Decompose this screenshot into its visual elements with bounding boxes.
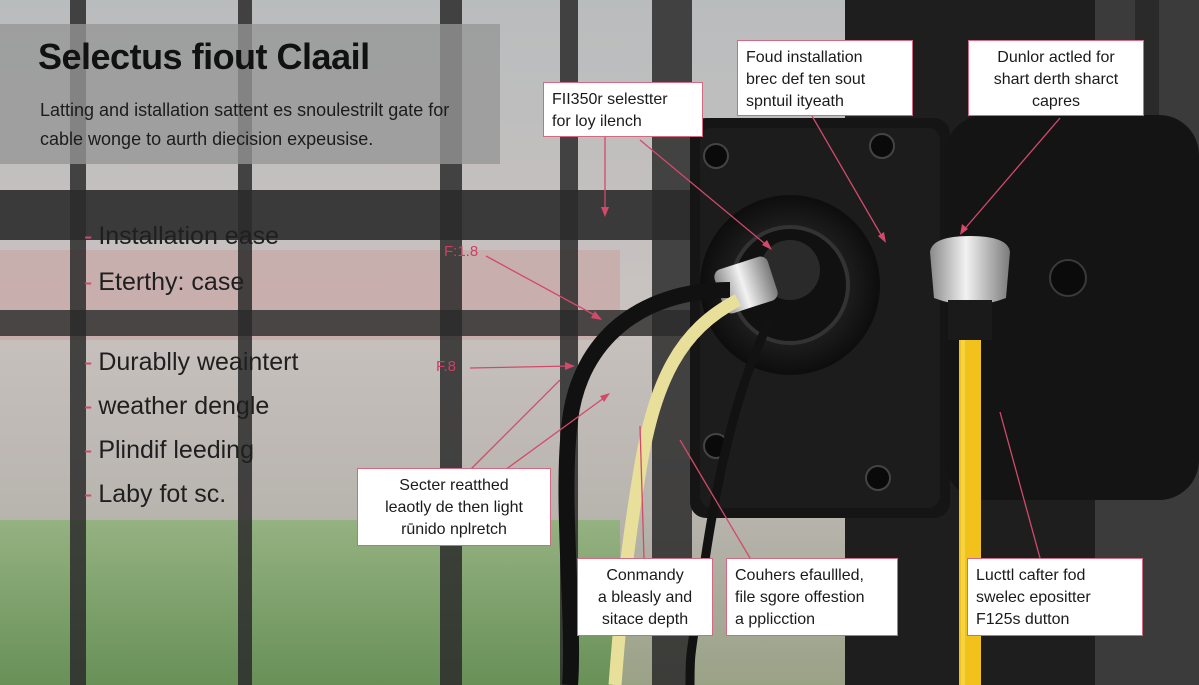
callout-line: brec def ten sout [746, 71, 866, 88]
page-subtitle: Latting and istallation sattent es snoul… [40, 100, 450, 149]
callout-line: a pplicction [735, 611, 816, 628]
callout-couhers: Couhers efaullled, file sgore offestion … [726, 558, 898, 636]
callout-line: capres [1031, 93, 1081, 110]
bullet-dash: - [84, 268, 93, 296]
callout-line: Lucttl cafter fod [976, 567, 1086, 584]
bullet-dash: - [84, 392, 93, 420]
callout-line: Conmandy [606, 567, 684, 584]
header-panel [0, 24, 500, 164]
callout-line: a bleasly and [597, 589, 693, 606]
callout-line: sitace depth [601, 611, 689, 628]
bullet-dash: - [84, 436, 93, 464]
list-item: -Eterthy: case [84, 268, 244, 297]
callout-line: rūnido nplretch [401, 521, 507, 538]
list-item: -Installation ease [84, 222, 279, 251]
list-item-label: Laby fot sc. [98, 480, 227, 508]
callout-line: for loy ilench [552, 113, 642, 130]
callout-selector: FII350r selestter for loy ilench [543, 82, 703, 137]
tag-f8: F.8 [436, 358, 457, 375]
bullet-dash: - [84, 348, 93, 376]
callout-dunlor: Dunlor actled for shart derth sharct cap… [968, 40, 1144, 116]
list-item: -Durablly weaintert [84, 348, 298, 377]
callout-line: Secter reatthed [399, 477, 509, 494]
list-item: -weather dengle [84, 392, 269, 421]
list-item: -Laby fot sc. [84, 480, 226, 509]
tag-f18: F:1.8 [444, 243, 479, 260]
page-title: Selectus fiout Claail [38, 36, 370, 77]
bullet-dash: - [84, 480, 93, 508]
list-item-label: Plindif leeding [98, 436, 254, 464]
list-item: -Plindif leeding [84, 436, 254, 465]
callout-line: leaotly de then light [385, 499, 523, 516]
list-item-label: weather dengle [98, 392, 270, 420]
callout-line: shart derth sharct [993, 71, 1119, 88]
list-item-label: Durablly weaintert [98, 348, 299, 376]
callout-line: Foud installation [746, 49, 863, 66]
callout-secter: Secter reatthed leaotly de then light rū… [357, 468, 551, 546]
callout-line: spntuil ityeath [746, 93, 844, 110]
callout-line: Couhers efaullled, [735, 567, 864, 584]
bullet-dash: - [84, 222, 93, 250]
callout-line: file sgore offestion [735, 589, 865, 606]
callout-luctti: Lucttl cafter fod swelec epositter F125s… [967, 558, 1143, 636]
list-item-label: Eterthy: case [98, 268, 245, 296]
callout-install: Foud installation brec def ten sout spnt… [737, 40, 913, 116]
list-item-label: Installation ease [98, 222, 280, 250]
callout-commandy: Conmandy a bleasly and sitace depth [577, 558, 713, 636]
callout-line: Dunlor actled for [997, 49, 1115, 66]
callout-line: F125s dutton [976, 611, 1070, 628]
callout-line: FII350r selestter [552, 91, 668, 108]
callout-line: swelec epositter [976, 589, 1091, 606]
